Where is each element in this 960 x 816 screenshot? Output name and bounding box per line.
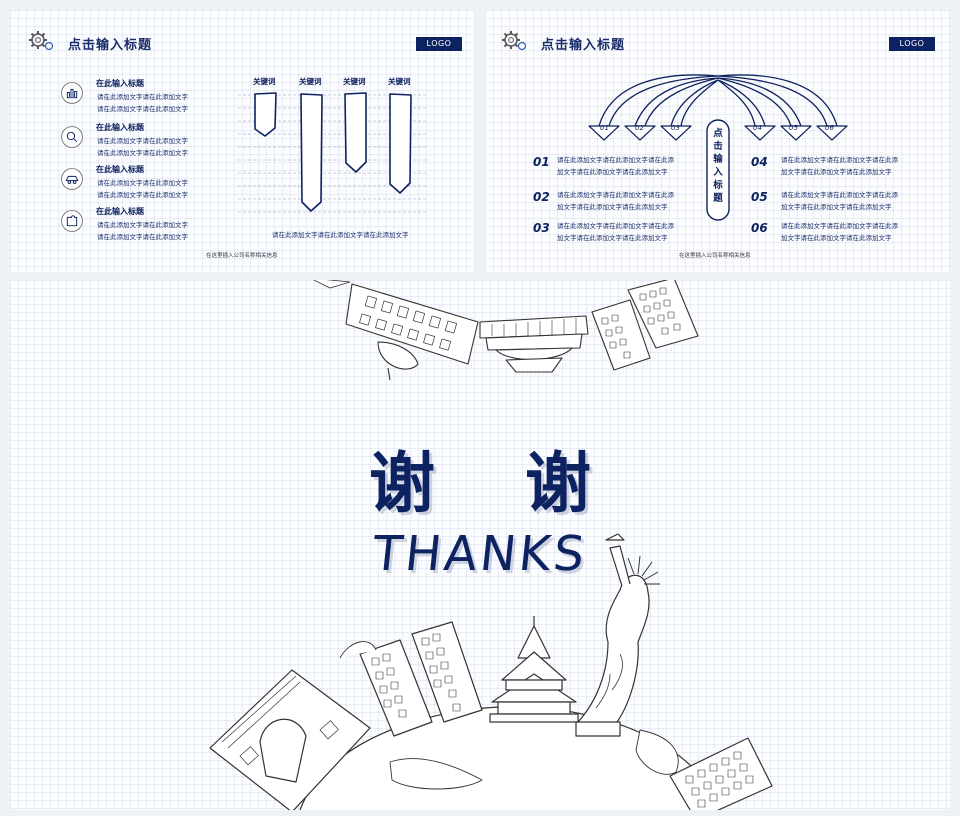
item-text-line: 加文字请在此添加文字请在此添加文字 — [781, 203, 892, 211]
keyword-label-1: 关键词 — [253, 77, 276, 86]
arrow-number-label: 01 — [600, 124, 609, 132]
item-title: 在此输入标题 — [96, 123, 144, 132]
item-number: 01 — [533, 155, 550, 169]
arrow-number-label: 03 — [671, 124, 680, 132]
arrow-number-label: 06 — [825, 124, 834, 132]
slide-title: 点击输入标题 — [68, 38, 153, 53]
item-text-line: 请在此添加文字请在此添加文字 — [97, 233, 188, 241]
item-text-line: 请在此添加文字请在此添加文字 — [97, 137, 188, 145]
item-text-line: 请在此添加文字请在此添加文字 — [97, 191, 188, 199]
item-text-line: 请在此添加文字请在此添加文字 — [97, 179, 188, 187]
puzzle-icon — [61, 210, 83, 232]
gear-icon — [29, 31, 54, 51]
item-text-line: 加文字请在此添加文字请在此添加文字 — [781, 234, 892, 242]
center-label-char: 标 — [713, 180, 723, 191]
item-text-line: 请在此添加文字请在此添加文字请在此添 — [781, 222, 898, 230]
arrow-number-label: 04 — [753, 124, 762, 132]
logo-badge: LOGO — [416, 37, 462, 51]
item-number: 02 — [533, 190, 550, 204]
search-icon — [61, 126, 83, 148]
item-text-line: 加文字请在此添加文字请在此添加文字 — [557, 203, 668, 211]
footer-text: 在这里插入公司名称相关信息 — [206, 253, 278, 259]
item-number: 06 — [751, 221, 768, 235]
center-label-char: 入 — [713, 167, 723, 178]
gear-icon — [502, 31, 527, 51]
center-label-char: 点 — [713, 128, 723, 139]
arrow-number-label: 05 — [789, 124, 798, 132]
keyword-bar-chart — [238, 92, 428, 213]
item-text-line: 加文字请在此添加文字请在此添加文字 — [557, 168, 668, 176]
bottom-city-illustration — [209, 533, 773, 810]
slide-title: 点击输入标题 — [541, 38, 626, 53]
item-title: 在此输入标题 — [96, 79, 144, 88]
car-icon — [61, 168, 83, 190]
center-stem — [706, 119, 730, 221]
item-title: 在此输入标题 — [96, 207, 144, 216]
item-text-line: 请在此添加文字请在此添加文字 — [97, 221, 188, 229]
center-label: 点击输入标题 — [706, 127, 730, 205]
item-title: 在此输入标题 — [96, 165, 144, 174]
arrow-number-label: 02 — [635, 124, 644, 132]
center-label-char: 击 — [713, 141, 723, 152]
item-text-line: 请在此添加文字请在此添加文字请在此添 — [781, 191, 898, 199]
item-text-line: 请在此添加文字请在此添加文字 — [97, 105, 188, 113]
fan-arrows-diagram — [588, 74, 848, 141]
item-number: 04 — [751, 155, 768, 169]
logo-badge: LOGO — [889, 37, 935, 51]
item-text-line: 请在此添加文字请在此添加文字请在此添 — [557, 156, 674, 164]
slide-thumbnail-right[interactable]: 点击输入标题 LOGO 01 02 03 04 05 06 点击输入标题 01 请在此添加文… — [485, 10, 950, 272]
chart-icon — [61, 82, 83, 104]
item-text-line: 请在此添加文字请在此添加文字请在此添 — [557, 191, 674, 199]
item-text-line: 请在此添加文字请在此添加文字 — [97, 93, 188, 101]
center-label-char: 输 — [713, 154, 723, 165]
top-city-illustration — [313, 280, 699, 381]
center-label-char: 题 — [713, 193, 723, 204]
item-text-line: 请在此添加文字请在此添加文字请在此添 — [781, 156, 898, 164]
keyword-label-3: 关键词 — [343, 77, 366, 86]
thank-you-slide[interactable]: 谢谢 THANKS — [10, 280, 950, 810]
footer-text: 在这里插入公司名称相关信息 — [679, 253, 751, 259]
item-text-line: 请在此添加文字请在此添加文字请在此添 — [557, 222, 674, 230]
item-number: 05 — [751, 190, 768, 204]
item-text-line: 加文字请在此添加文字请在此添加文字 — [781, 168, 892, 176]
bar-caption: 请在此添加文字请在此添加文字请在此添加文字 — [272, 231, 409, 239]
keyword-label-2: 关键词 — [299, 77, 322, 86]
keyword-label-4: 关键词 — [388, 77, 411, 86]
item-number: 03 — [533, 221, 550, 235]
main-title: 谢谢 — [369, 445, 681, 522]
slide-thumbnail-left[interactable]: 点击输入标题 LOGO 在此输入标题请在此添加文字请在此添加文字请在此添加文字请… — [10, 10, 475, 272]
item-text-line: 请在此添加文字请在此添加文字 — [97, 149, 188, 157]
item-text-line: 加文字请在此添加文字请在此添加文字 — [557, 234, 668, 242]
